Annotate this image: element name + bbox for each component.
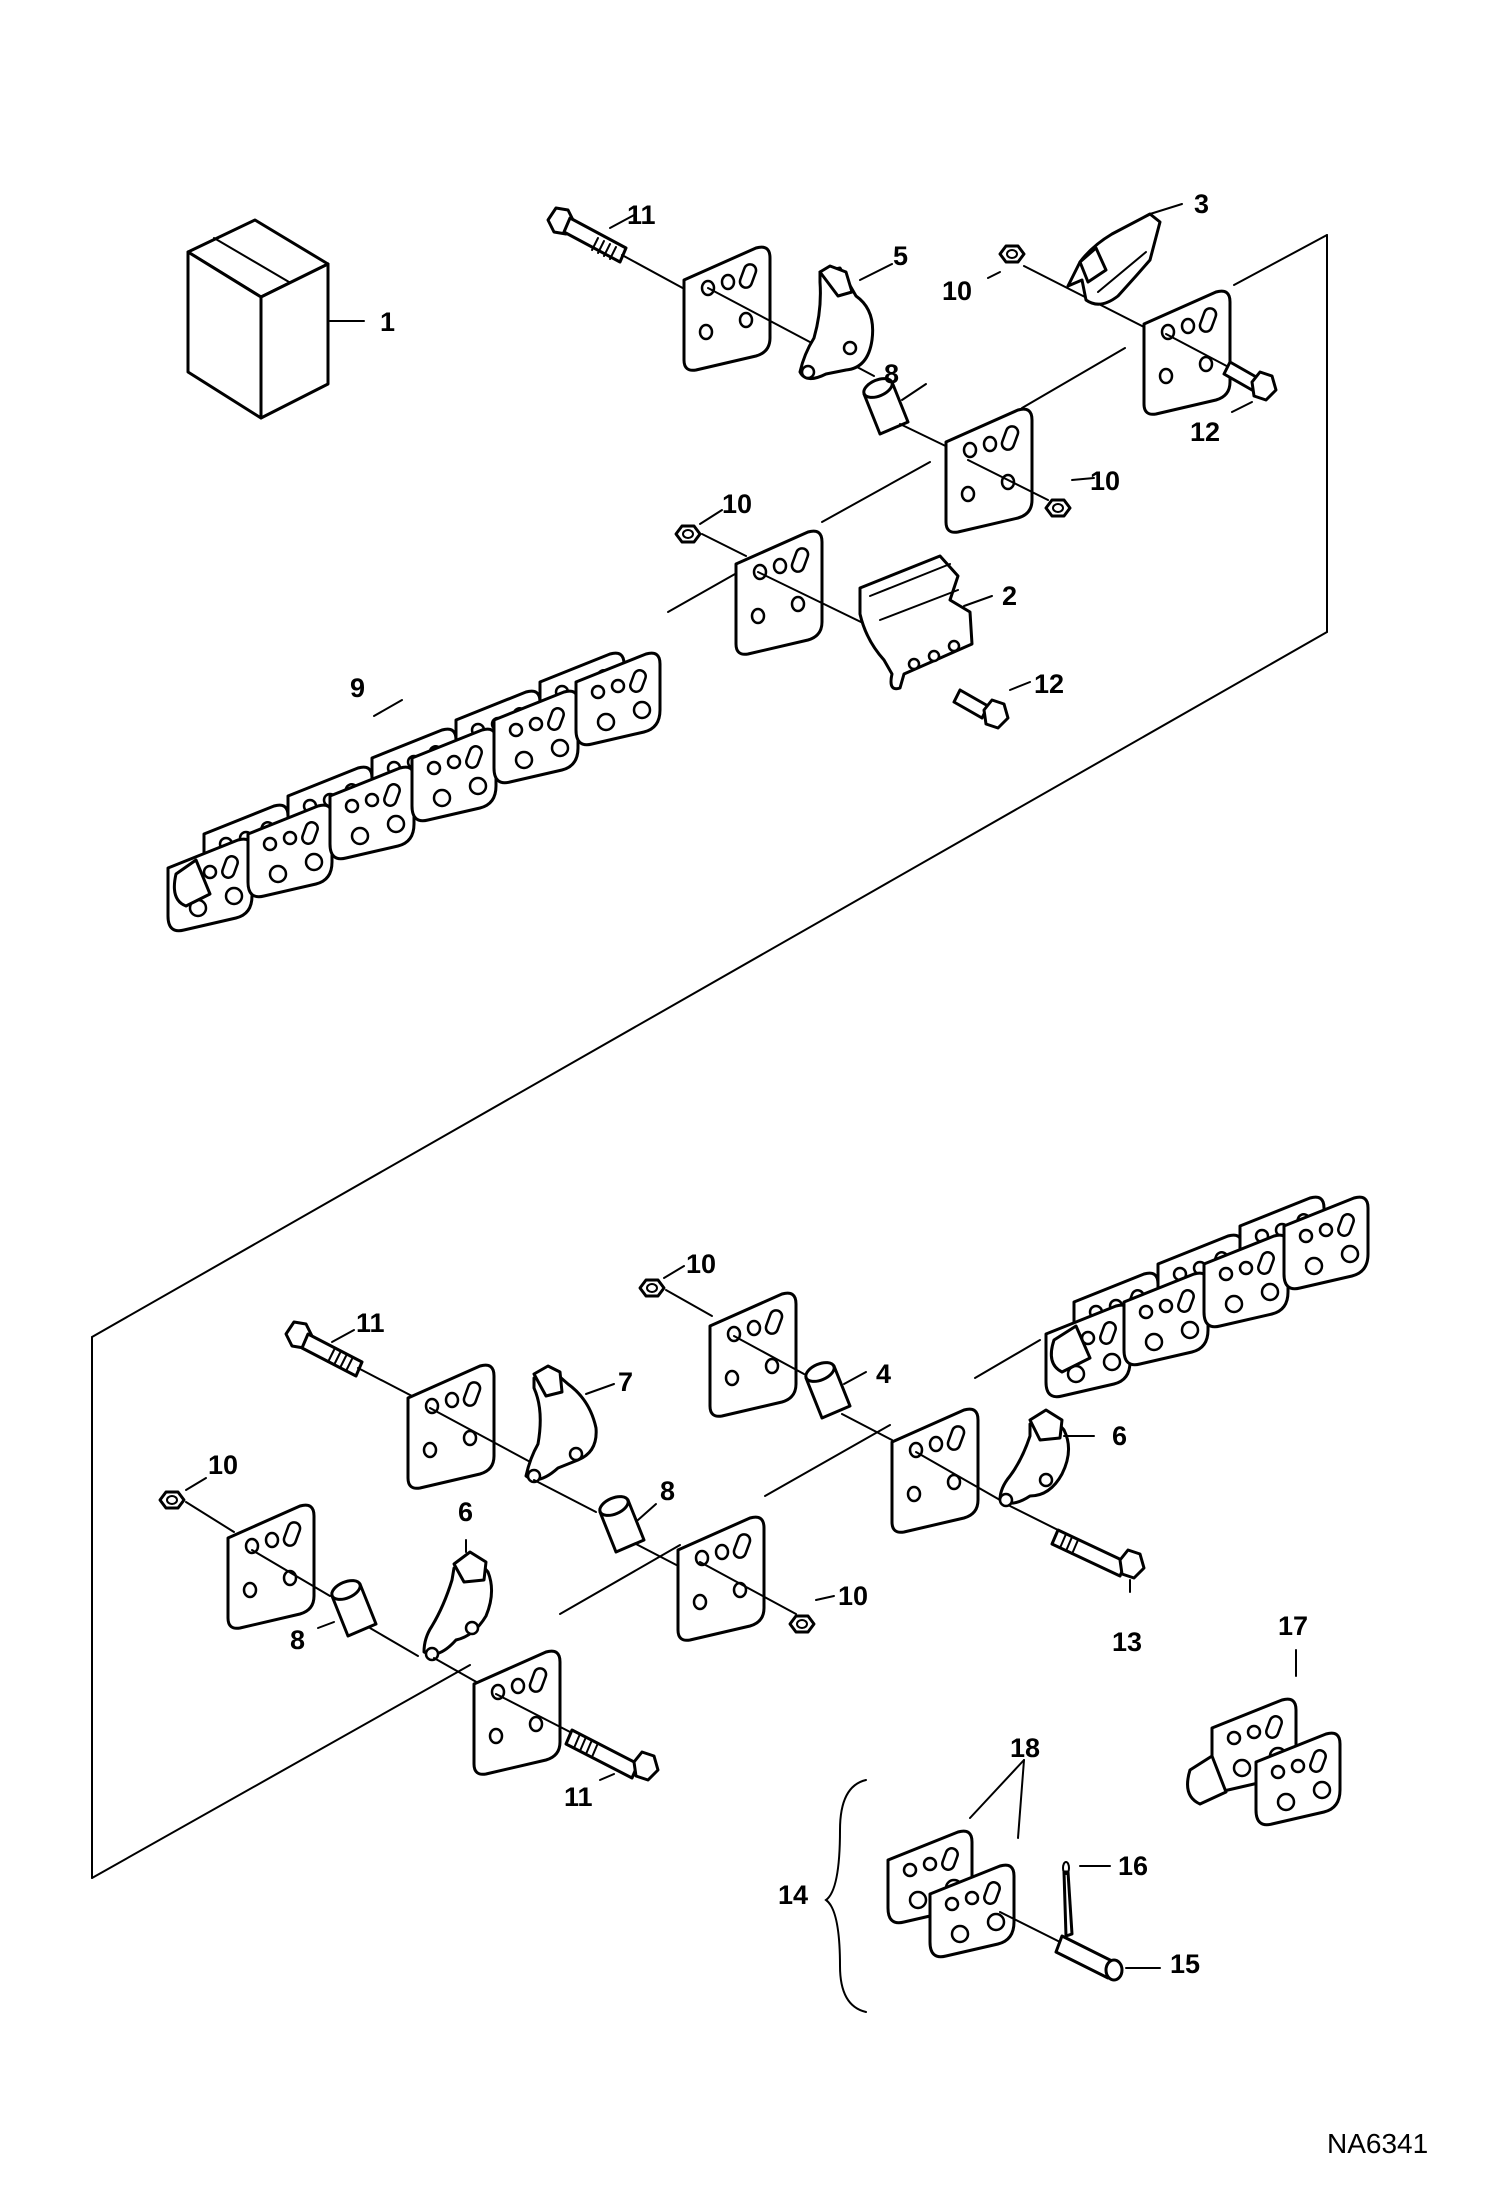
callout-6b: 6 (458, 1497, 473, 1527)
callout-10f: 10 (838, 1581, 868, 1611)
bolt-12-lower (952, 681, 1031, 730)
callout-11b: 11 (356, 1308, 385, 1338)
callout-17: 17 (1278, 1611, 1308, 1641)
callout-13: 13 (1112, 1627, 1142, 1657)
callout-10d: 10 (686, 1249, 716, 1279)
callout-8b: 8 (660, 1476, 675, 1506)
callout-11a: 11 (627, 200, 656, 230)
callout-10c: 10 (722, 489, 752, 519)
figure-id: NA6341 (1327, 2128, 1428, 2159)
spacer-4 (801, 1357, 852, 1420)
part-3-guard (1066, 203, 1183, 306)
chain-plate (472, 1649, 562, 1776)
callout-9: 9 (350, 673, 365, 703)
part-6-tooth-left (422, 1539, 493, 1662)
callout-10b: 10 (1090, 466, 1120, 496)
bolt-11-upper (546, 206, 691, 293)
part-5-tooth-holder (798, 263, 893, 380)
chain-plate (734, 529, 824, 656)
chain-plate (406, 1363, 496, 1490)
callout-10e: 10 (208, 1450, 238, 1480)
nut-10 (158, 1490, 186, 1510)
upper-assembly (546, 203, 1278, 730)
chain-plate (890, 1407, 980, 1534)
callout-6a: 6 (1112, 1421, 1127, 1451)
callout-12b: 12 (1034, 669, 1064, 699)
part-17-connecting-link (1186, 1649, 1342, 1827)
lower-assembly (158, 1265, 1146, 1782)
callout-8c: 8 (290, 1625, 305, 1655)
bolt-11-middle (284, 1320, 413, 1397)
callout-5: 5 (893, 241, 908, 271)
part-15-pin (1054, 1934, 1161, 1982)
chain-plate (682, 245, 772, 372)
callout-2: 2 (1002, 581, 1017, 611)
bolt-13 (1050, 1528, 1146, 1593)
part-6-tooth-right (998, 1408, 1095, 1508)
assembly-outline-upper (91, 234, 1328, 1338)
callout-18: 18 (1010, 1733, 1040, 1763)
bolt-11-lower (564, 1728, 660, 1782)
callout-15: 15 (1170, 1949, 1200, 1979)
callout-7: 7 (618, 1367, 633, 1397)
nut-10 (638, 1278, 666, 1298)
part-9-chain-upper (166, 651, 662, 933)
part-2-guard (858, 554, 993, 691)
callout-10a: 10 (942, 276, 972, 306)
part-16-cotter-pin (1062, 1861, 1111, 1938)
callout-14: 14 (778, 1880, 808, 1910)
nut-10 (674, 524, 702, 544)
part-7-tooth-holder (524, 1364, 615, 1484)
callout-1: 1 (380, 307, 395, 337)
part-1-box (186, 218, 365, 420)
callout-8a: 8 (884, 359, 899, 389)
chain-plate (226, 1503, 316, 1630)
callout-11c: 11 (564, 1782, 593, 1812)
chain-plate (676, 1515, 766, 1642)
callout-labels: 1 2 3 4 5 6 6 7 8 8 8 9 10 10 10 10 10 1… (208, 189, 1308, 1979)
chain-plate (708, 1291, 798, 1418)
nut-10 (1044, 498, 1072, 518)
spacer-8-left (327, 1575, 378, 1638)
nut-10 (998, 244, 1026, 264)
bolt-12-upper-right (1222, 360, 1278, 413)
chain-plate (1142, 289, 1232, 416)
nut-10 (788, 1614, 816, 1634)
spacer-8-middle (595, 1491, 646, 1554)
chain-lower-right (1044, 1195, 1370, 1399)
callout-4: 4 (876, 1359, 891, 1389)
part-14-kit (824, 1759, 1161, 2013)
callout-3: 3 (1194, 189, 1209, 219)
callout-16: 16 (1118, 1851, 1148, 1881)
callout-12a: 12 (1190, 417, 1220, 447)
